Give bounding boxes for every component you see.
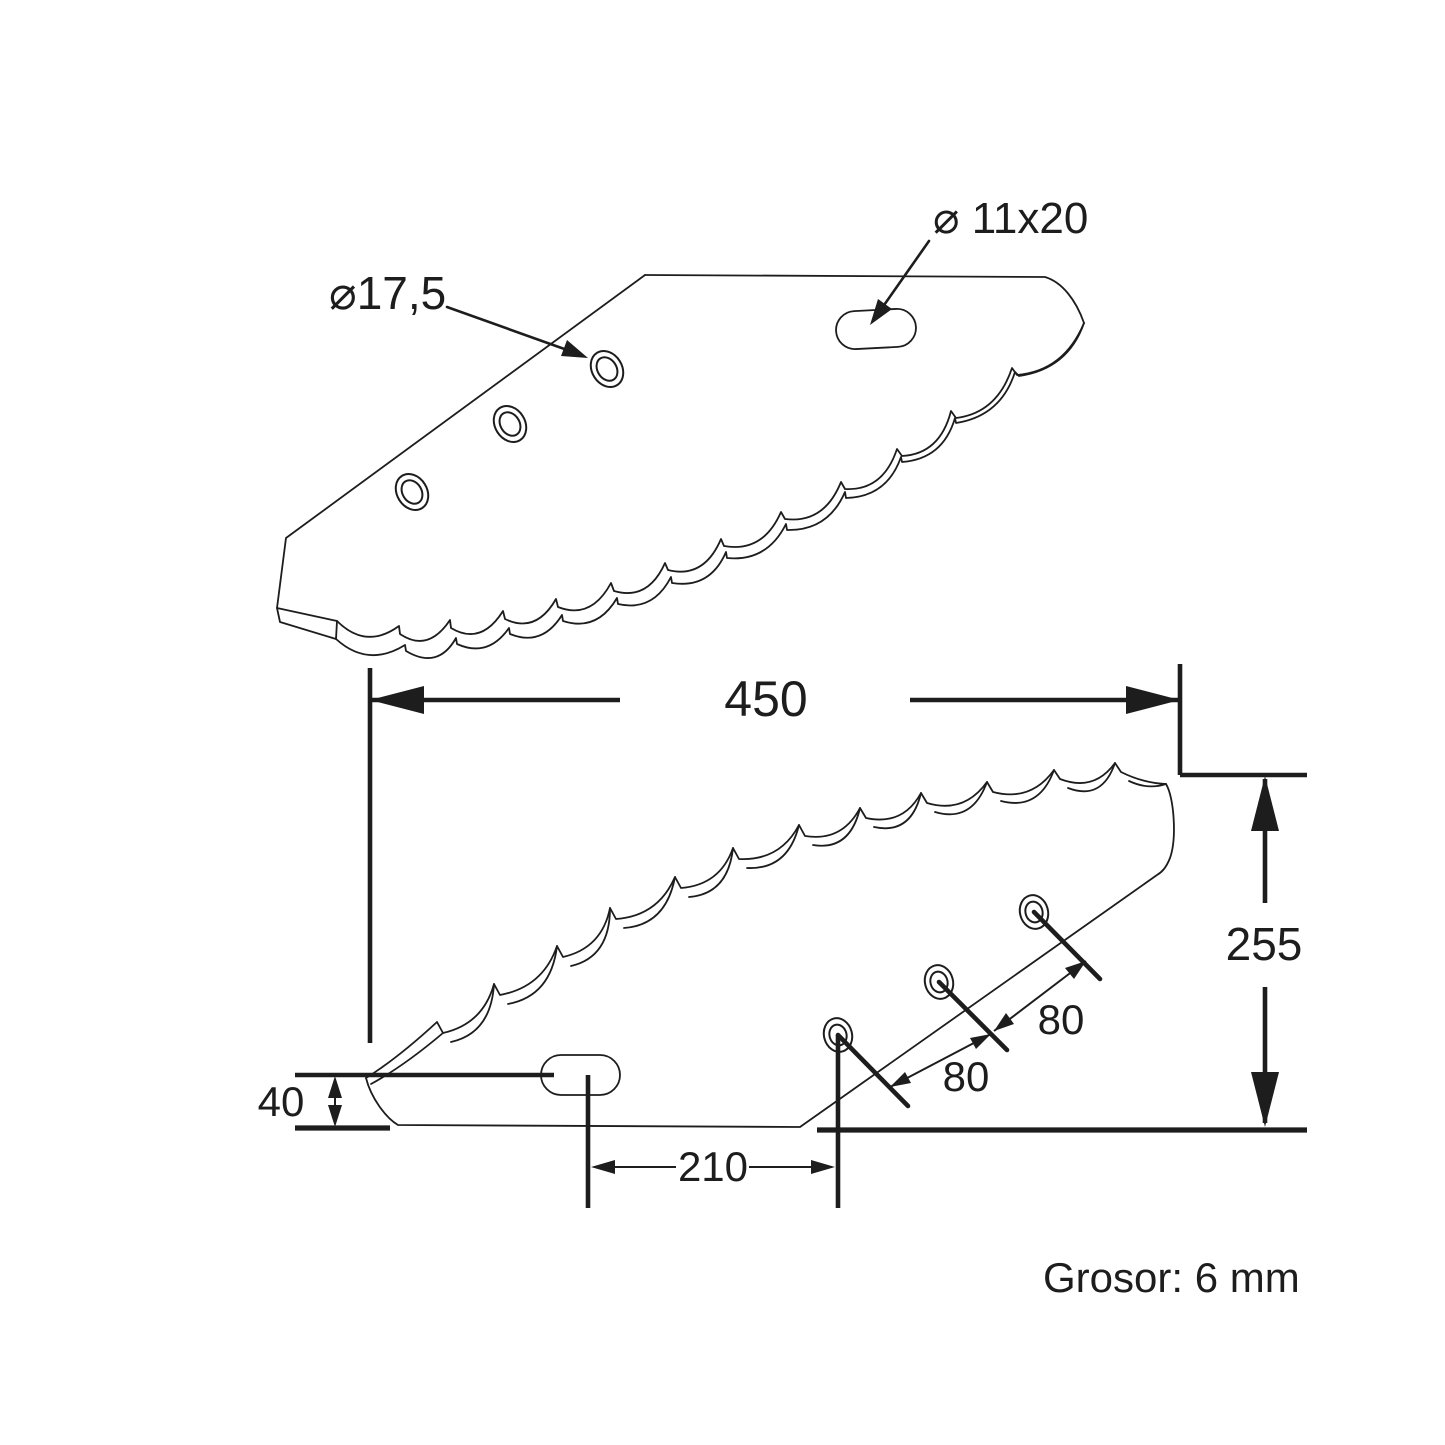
side-view-serration-bevel <box>370 762 1167 1085</box>
height-value: 255 <box>1226 918 1303 970</box>
arrowhead-down <box>1251 1072 1279 1127</box>
arrowhead-up <box>1251 776 1279 831</box>
arrowhead-up <box>328 1076 342 1098</box>
arrowhead-left <box>890 1072 911 1087</box>
dimension-foot-40: 40 <box>258 1076 342 1127</box>
arrowhead-left <box>994 1013 1014 1031</box>
arrowhead-left <box>370 686 424 714</box>
side-view-hole-c <box>1018 894 1050 930</box>
top-view: ⌀17,5 ⌀ 11x20 <box>276 194 1088 659</box>
hole-diameter-leader-line <box>445 305 572 353</box>
tick-hole-c <box>1031 909 1103 982</box>
top-view-hole-3 <box>394 473 430 511</box>
dimension-width-450: 450 <box>367 664 1307 1043</box>
side-view-hole-a <box>822 1017 854 1053</box>
hole-diameter-label: ⌀17,5 <box>329 267 446 319</box>
side-view-hole-b <box>923 964 955 1000</box>
dimensions: 450 255 40 210 <box>258 664 1307 1208</box>
arrowhead-right <box>1065 961 1086 979</box>
top-view-left-edge <box>276 274 646 609</box>
slot-to-hole-value: 210 <box>678 1143 748 1190</box>
arrowhead-right <box>970 1034 991 1049</box>
arrowhead-down <box>328 1105 342 1127</box>
top-view-serration-upper <box>336 322 1085 642</box>
hole-gap-value-lower: 80 <box>943 1053 990 1100</box>
thickness-note: Grosor: 6 mm <box>1043 1254 1300 1301</box>
dimension-hole-gap-80-lower: 80 <box>889 1033 992 1100</box>
width-value: 450 <box>724 671 807 727</box>
slot-size-arrowhead <box>870 299 892 325</box>
top-view-hole-1 <box>589 350 625 388</box>
top-view-serration-lower <box>335 322 1085 659</box>
arrowhead-right <box>1126 686 1180 714</box>
arrowhead-left <box>591 1160 615 1174</box>
hole-diameter-callout: ⌀17,5 <box>329 267 588 358</box>
dimension-slot-to-hole-210: 210 <box>591 1143 835 1190</box>
side-view-body-outline <box>365 783 1175 1128</box>
dimension-hole-gap-80-upper: 80 <box>993 960 1087 1043</box>
arrowhead-right <box>811 1160 835 1174</box>
foot-height-value: 40 <box>258 1078 305 1125</box>
top-view-hole-2 <box>492 405 528 443</box>
dimension-height-255: 255 <box>1226 776 1303 1127</box>
slot-size-callout: ⌀ 11x20 <box>870 194 1088 325</box>
hole-diameter-arrowhead <box>561 340 588 358</box>
hole-gap-value-upper: 80 <box>1038 996 1085 1043</box>
top-view-top-edge <box>644 274 1085 324</box>
tick-hole-a <box>835 1032 911 1109</box>
side-view <box>365 762 1175 1128</box>
tick-hole-b <box>936 979 1010 1053</box>
top-view-end-facet <box>276 607 338 640</box>
slot-size-label: ⌀ 11x20 <box>933 194 1088 243</box>
side-view-serration-upper <box>365 762 1167 1079</box>
slot-size-leader-line <box>880 239 931 310</box>
